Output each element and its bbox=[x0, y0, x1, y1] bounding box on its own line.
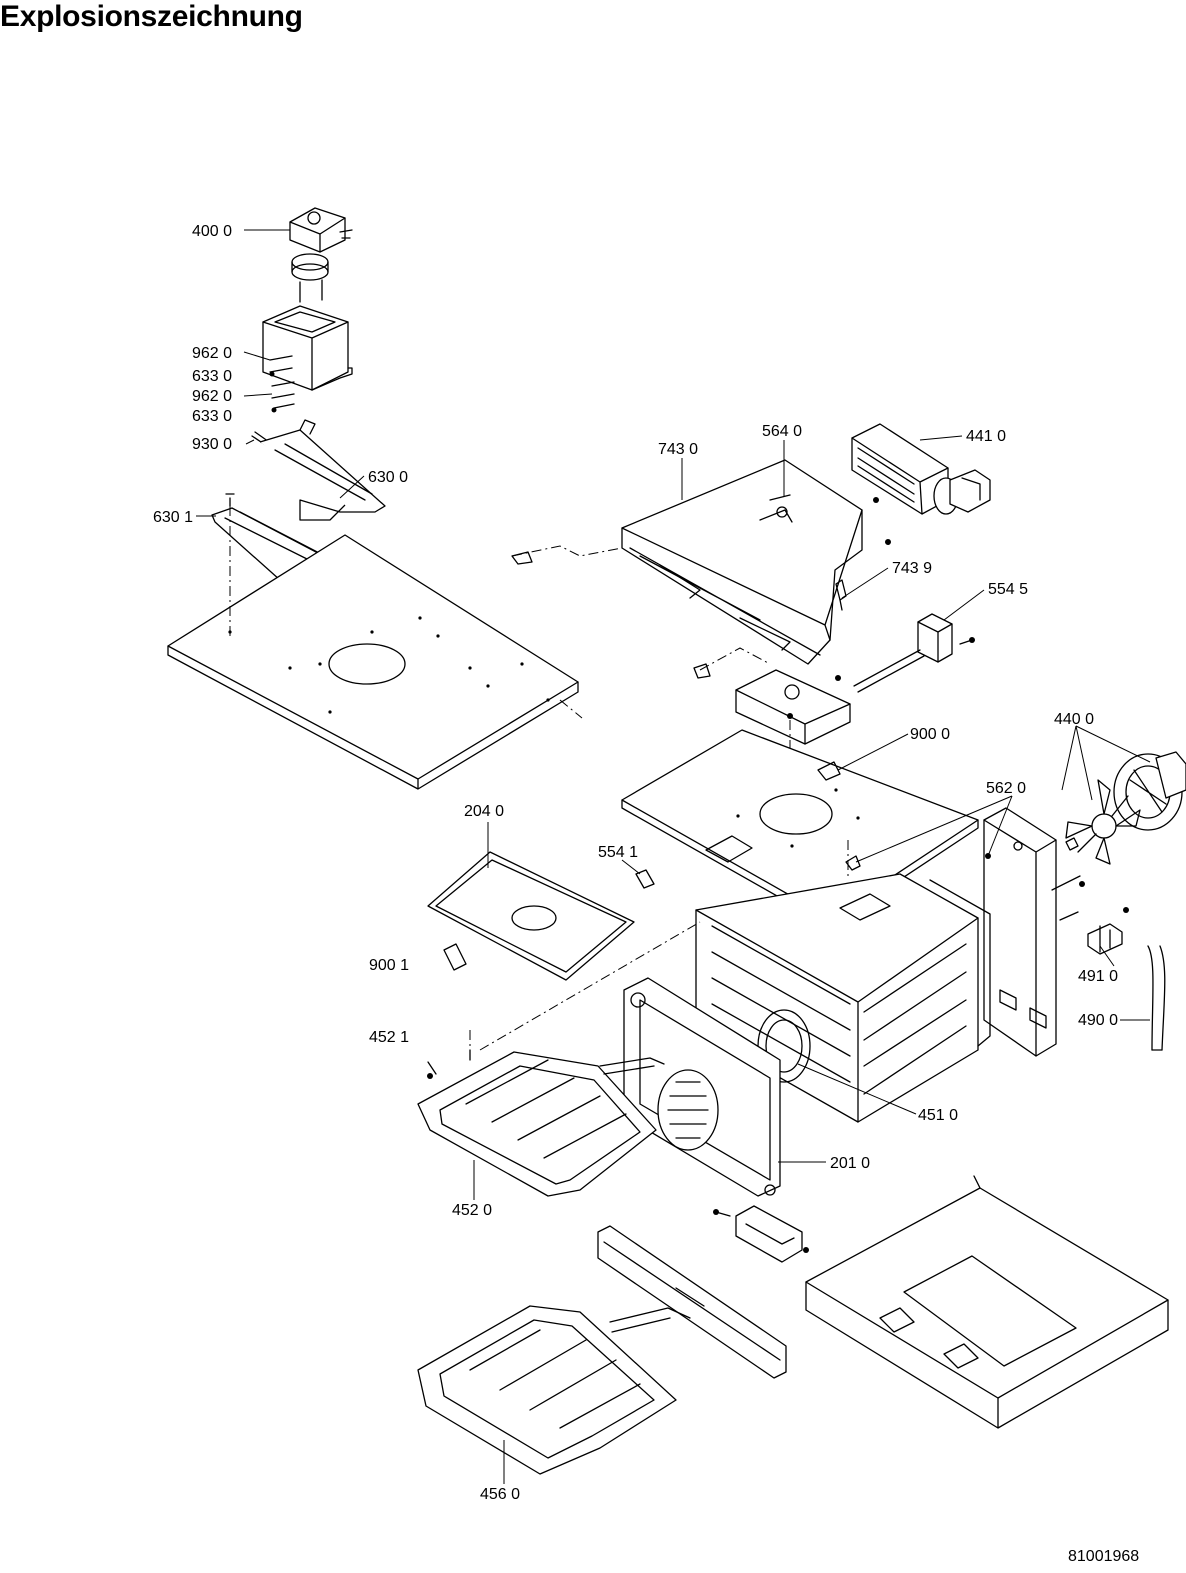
callout-962-0: 962 0 bbox=[192, 345, 232, 362]
callout-743-0: 743 0 bbox=[658, 441, 698, 458]
callout-930-0: 930 0 bbox=[192, 436, 232, 453]
callout-900-1: 900 1 bbox=[369, 957, 409, 974]
convection-fan-motor-part bbox=[1113, 751, 1186, 831]
callout-743-9: 743 9 bbox=[892, 560, 932, 577]
callout-962-0-b: 962 0 bbox=[192, 388, 232, 405]
grill-element-upper-part bbox=[417, 921, 701, 1197]
callout-labels: 400 0 962 0 633 0 962 0 633 0 930 0 630 … bbox=[153, 223, 1118, 1503]
callout-633-0-b: 633 0 bbox=[192, 408, 232, 425]
callout-633-0: 633 0 bbox=[192, 368, 232, 385]
callout-491-0: 491 0 bbox=[1078, 968, 1118, 985]
bottom-heater-part bbox=[417, 1305, 691, 1475]
callout-452-0: 452 0 bbox=[452, 1202, 492, 1219]
document-number: 81001968 bbox=[1068, 1548, 1140, 1565]
callout-451-0: 451 0 bbox=[918, 1107, 958, 1124]
mains-cable-part bbox=[1147, 945, 1166, 1051]
callout-201-0: 201 0 bbox=[830, 1155, 870, 1172]
lamp-cover-gasket-part bbox=[427, 851, 655, 981]
bottom-tray-part bbox=[805, 1175, 1169, 1429]
fan-motor-bracket-part bbox=[735, 669, 851, 782]
callout-452-1: 452 1 bbox=[369, 1029, 409, 1046]
callout-554-1: 554 1 bbox=[598, 844, 638, 861]
callout-490-0: 490 0 bbox=[1078, 1012, 1118, 1029]
oven-roof-plate-part bbox=[621, 729, 979, 927]
page-title: Explosionszeichnung bbox=[0, 0, 303, 33]
callout-630-0: 630 0 bbox=[368, 469, 408, 486]
callout-900-0: 900 0 bbox=[910, 726, 950, 743]
fan-wheel-part bbox=[1065, 779, 1141, 865]
spit-motor-part bbox=[289, 207, 353, 281]
motor-bracket-part bbox=[262, 279, 353, 391]
callout-204-0: 204 0 bbox=[464, 803, 504, 820]
top-cover-panel-part bbox=[167, 506, 583, 790]
air-duct-part bbox=[511, 459, 863, 679]
callout-630-1: 630 1 bbox=[153, 509, 193, 526]
callout-440-0: 440 0 bbox=[1054, 711, 1094, 728]
callout-562-0: 562 0 bbox=[986, 780, 1026, 797]
cable-clip-part bbox=[845, 840, 861, 880]
spring-clips-part bbox=[269, 355, 295, 413]
front-frame-part bbox=[623, 977, 781, 1197]
leader-lines bbox=[196, 229, 1151, 1484]
thermostat-part bbox=[853, 613, 975, 693]
callout-456-0: 456 0 bbox=[480, 1486, 520, 1503]
spit-shaft-part bbox=[251, 419, 386, 521]
rear-panel-part bbox=[983, 807, 1085, 1057]
callout-564-0: 564 0 bbox=[762, 423, 802, 440]
bottom-rail-part bbox=[597, 1225, 787, 1379]
tangential-fan-part bbox=[851, 423, 991, 545]
sensor-part bbox=[835, 579, 847, 611]
terminal-block-part bbox=[1087, 907, 1129, 955]
lamp-holder-part bbox=[713, 1205, 809, 1263]
callout-400-0: 400 0 bbox=[192, 223, 232, 240]
callout-554-5: 554 5 bbox=[988, 581, 1028, 598]
callout-441-0: 441 0 bbox=[966, 428, 1006, 445]
